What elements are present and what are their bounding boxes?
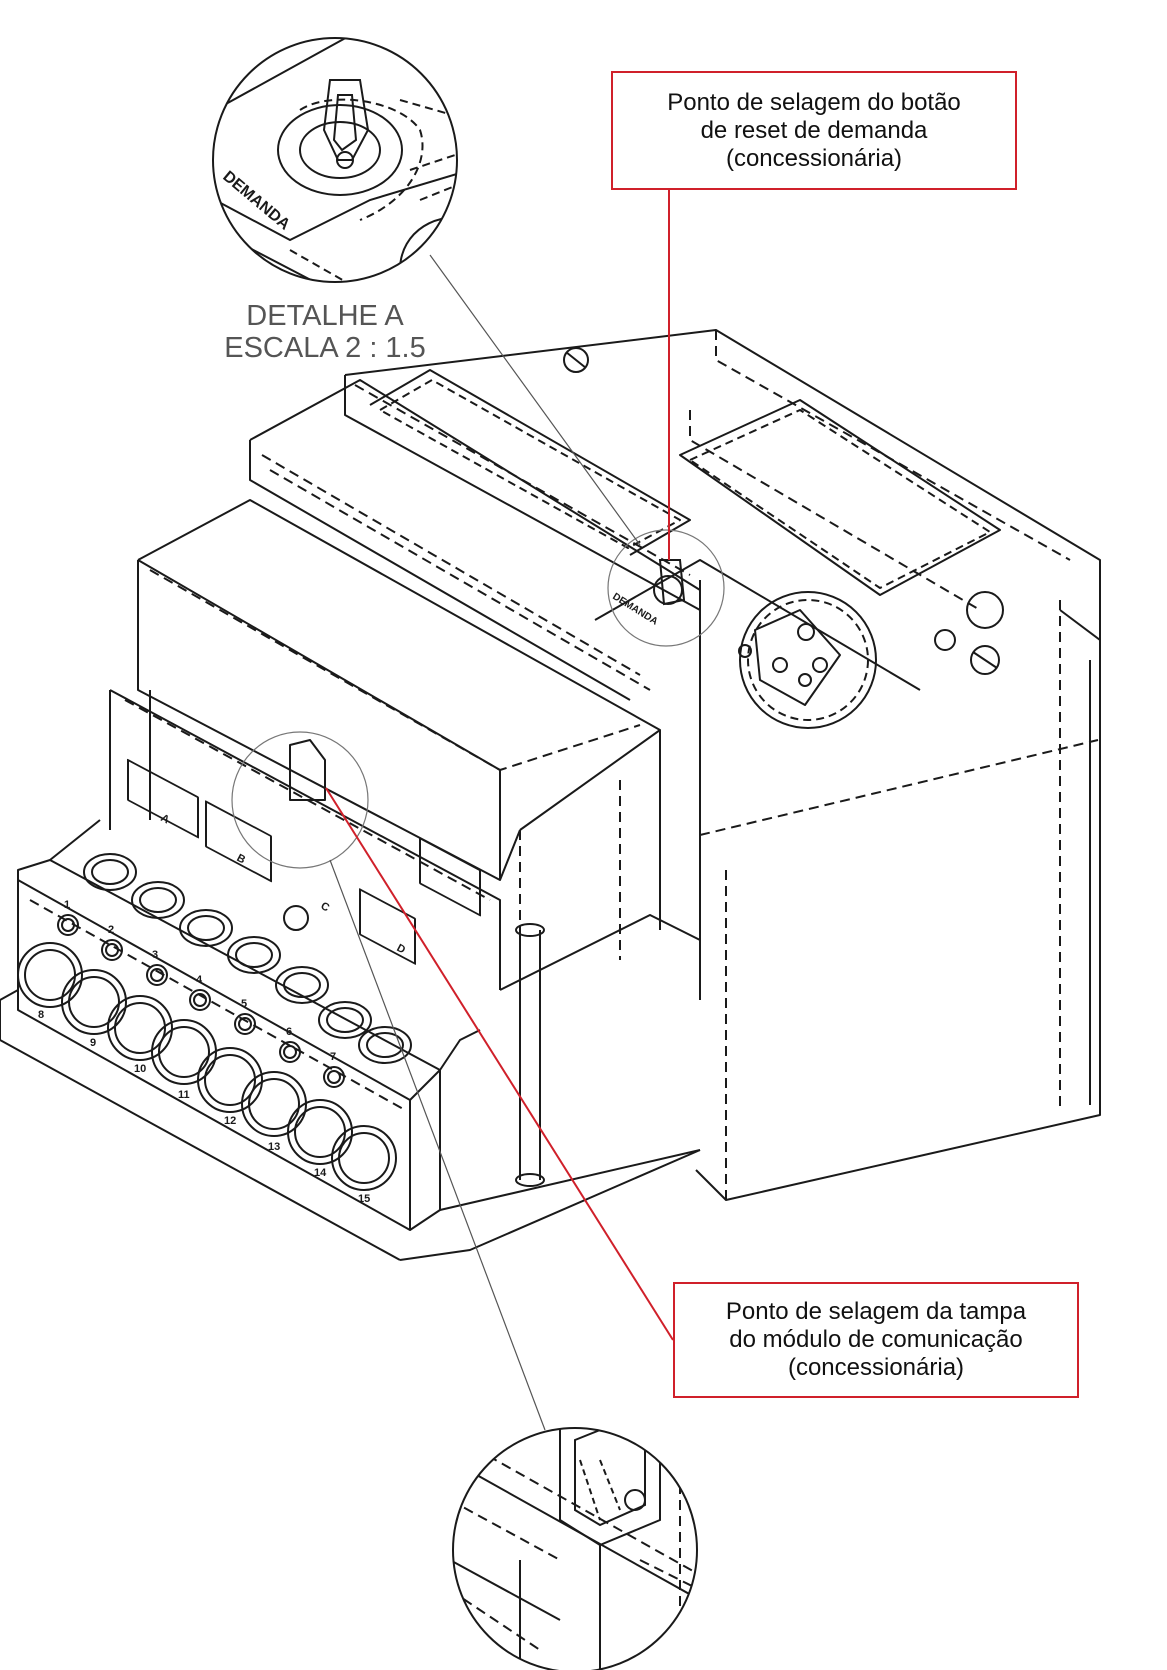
callout-comm-line-1: Ponto de selagem da tampa [725,1298,1027,1325]
terminal-screw-hole [101,939,123,961]
top-cover [344,369,921,729]
detail-a-scale: ESCALA 2 : 1.5 [224,332,426,364]
meter-housing-right [344,329,1101,1201]
reset-seal-loop [653,559,686,606]
callout-reset-button-seal: Ponto de selagem do botão de reset de de… [611,71,1017,190]
terminal-slot [83,853,137,891]
terminal-slot [131,881,185,919]
detail-b-leader [329,859,546,1431]
label-terminal-14: 14 [314,1167,327,1179]
label-terminal-8: 8 [38,1009,44,1021]
detail-a-label: DETALHE A ESCALA 2 : 1.5 [210,300,440,364]
label-port-a: A [159,812,172,826]
detail-a-title: DETALHE A [246,300,404,332]
label-terminal-5: 5 [241,998,247,1010]
terminal-slot [275,966,329,1004]
label-terminal-3: 3 [152,949,158,961]
callout-comm-line-3: (concessionária) [787,1354,965,1381]
terminal-screw-hole [189,989,211,1011]
callout-comm-cover-seal: Ponto de selagem da tampa do módulo de c… [673,1282,1079,1398]
label-terminal-9: 9 [90,1037,96,1049]
callout-comm-leader [325,787,674,1341]
terminal-cable-entry [287,1099,353,1165]
terminal-slot [227,936,281,974]
detail-b-magnified [452,1427,698,1670]
label-terminal-13: 13 [268,1141,280,1153]
terminal-block [0,819,701,1261]
terminal-screw-hole [146,964,168,986]
meter-body [0,329,1101,1261]
detail-a-leader [429,254,641,546]
seal-point-reset-highlight [607,529,725,647]
label-port-c: C [319,900,332,914]
terminal-screws [17,853,412,1191]
label-terminal-11: 11 [178,1089,190,1101]
terminal-slot [318,1001,372,1039]
terminal-screw-hole [234,1013,256,1035]
label-terminal-10: 10 [134,1063,146,1075]
label-terminal-6: 6 [286,1026,292,1038]
label-terminal-15: 15 [358,1193,370,1205]
seal-point-comm-highlight [231,731,369,869]
label-terminal-12: 12 [224,1115,236,1127]
terminal-screw-hole [279,1041,301,1063]
callout-reset-line-1: Ponto de selagem do botão [667,88,961,116]
terminal-screw-hole [57,914,79,936]
terminal-cable-entry [107,995,173,1061]
label-port-b: B [235,852,248,866]
terminal-slot [179,909,233,947]
label-terminal-1: 1 [64,899,70,911]
detail-a-magnified: DEMANDA [212,37,458,283]
callout-reset-line-3: (concessionária) [725,144,903,172]
terminal-slot [358,1026,412,1064]
label-terminal-4: 4 [196,974,203,986]
callout-reset-line-2: de reset de demanda [700,116,928,144]
comm-module-block [109,347,1004,1187]
terminal-cable-entry [61,969,127,1035]
label-terminal-7: 7 [330,1051,336,1063]
terminal-screw-hole [323,1066,345,1088]
callout-comm-line-2: do módulo de comunicação [729,1326,1023,1353]
terminal-cable-entry [17,942,83,1008]
terminal-cable-entry [331,1125,397,1191]
terminal-cable-entry [197,1047,263,1113]
label-terminal-2: 2 [108,924,114,936]
